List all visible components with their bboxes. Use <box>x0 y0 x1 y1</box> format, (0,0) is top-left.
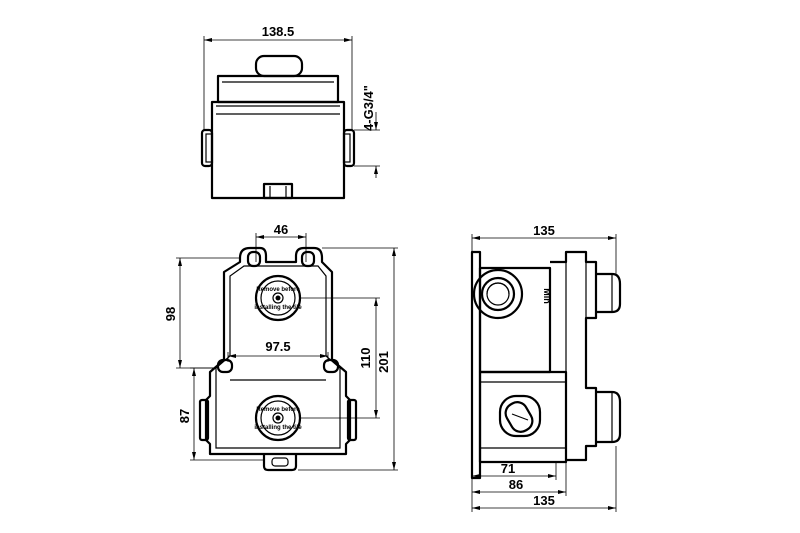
top-view: 138.5 4-G3/4" <box>200 24 380 200</box>
dim-side-bottom-depth: 135 <box>533 493 555 508</box>
dim-side-top-depth: 135 <box>533 223 555 238</box>
dim-side-depth-71: 71 <box>501 461 515 476</box>
front-view: 46 Remove before installing the tile Rem… <box>163 222 398 472</box>
dim-front-inner-width: 97.5 <box>265 339 290 354</box>
dim-top-thread: 4-G3/4" <box>361 85 376 131</box>
cap-upper-line2: installing the tile <box>254 305 302 311</box>
dim-front-upper-height: 98 <box>163 307 178 321</box>
dim-side-depth-86: 86 <box>509 477 523 492</box>
dim-front-total-height: 201 <box>376 351 391 373</box>
cap-lower-line2: installing the tile <box>254 425 302 431</box>
cap-lower-line1: Remove before <box>256 407 300 413</box>
dim-top-width: 138.5 <box>262 24 295 39</box>
dim-front-outlet-distance: 110 <box>358 348 373 369</box>
dim-front-spacing: 46 <box>274 222 288 237</box>
cap-upper-line1: Remove before <box>256 287 300 293</box>
side-min-label: Min <box>542 288 552 304</box>
dim-front-lower-height: 87 <box>177 409 192 423</box>
side-view: 135 Min 71 <box>470 223 622 512</box>
